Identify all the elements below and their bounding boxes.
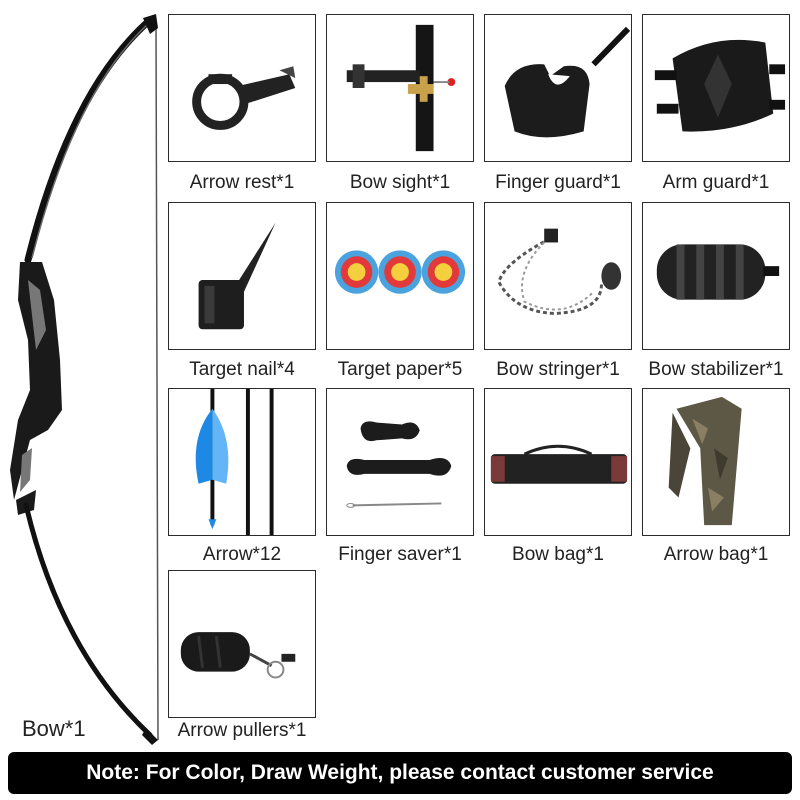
bow-sight-icon	[346, 24, 456, 152]
item-tile-bow-stabilizer	[642, 202, 790, 350]
arm-guard-icon	[654, 39, 786, 132]
arrow-rest-icon	[192, 66, 296, 130]
item-label-target-nail: Target nail*4	[189, 359, 295, 380]
item-label-arrow-pullers: Arrow pullers*1	[177, 720, 307, 741]
arrow-icon	[195, 389, 274, 535]
item-tile-finger-guard	[484, 14, 632, 162]
item-tile-arrow	[168, 388, 316, 536]
item-label-arm-guard: Arm guard*1	[662, 172, 770, 193]
item-tile-target-paper	[326, 202, 474, 350]
item-label-bow-sight: Bow sight*1	[349, 172, 451, 193]
bow-stabilizer-icon	[656, 244, 780, 300]
item-tile-finger-saver	[326, 388, 474, 536]
finger-saver-icon	[346, 421, 452, 508]
item-label-bow-bag: Bow bag*1	[512, 544, 604, 565]
item-tile-arrow-pullers	[168, 570, 316, 718]
item-tile-bow-sight	[326, 14, 474, 162]
arrow-pullers-icon	[180, 632, 296, 679]
target-paper-icon	[334, 250, 466, 294]
notice-banner: Note: For Color, Draw Weight, please con…	[8, 752, 792, 794]
item-tile-bow-stringer	[484, 202, 632, 350]
item-label-arrow: Arrow*12	[202, 544, 282, 565]
item-label-arrow-bag: Arrow bag*1	[663, 544, 769, 565]
item-label-target-paper: Target paper*5	[337, 359, 463, 380]
bow-stringer-icon	[497, 228, 622, 315]
item-tile-arrow-bag	[642, 388, 790, 536]
item-label-finger-guard: Finger guard*1	[495, 172, 621, 193]
item-label-bow-stringer: Bow stringer*1	[496, 359, 620, 380]
item-tile-bow-bag	[484, 388, 632, 536]
recurve-bow-icon	[10, 14, 159, 745]
item-label-finger-saver: Finger saver*1	[338, 544, 462, 565]
item-tile-arm-guard	[642, 14, 790, 162]
item-label-arrow-rest: Arrow rest*1	[189, 172, 295, 193]
item-tile-arrow-rest	[168, 14, 316, 162]
bow-bag-icon	[490, 444, 628, 484]
item-tile-target-nail	[168, 202, 316, 350]
finger-guard-icon	[504, 26, 631, 138]
target-nail-icon	[198, 222, 276, 330]
arrow-bag-icon	[668, 396, 742, 526]
item-label-bow-stabilizer: Bow stabilizer*1	[648, 359, 784, 380]
bow-image	[0, 0, 165, 750]
bow-label: Bow*1	[22, 716, 86, 741]
